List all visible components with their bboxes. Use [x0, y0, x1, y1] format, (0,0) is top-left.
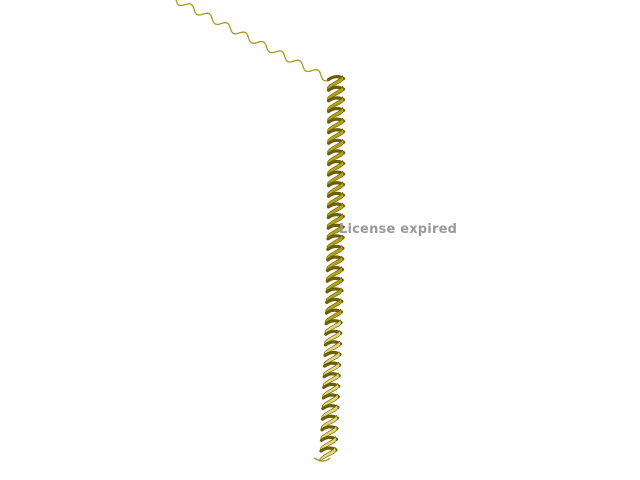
- helix-layer: [313, 75, 346, 463]
- helix-turn-front: [324, 330, 342, 346]
- helix-turn-front: [325, 298, 343, 315]
- helix-turn-front: [327, 139, 344, 155]
- helix-turn-front: [327, 170, 344, 187]
- helix-turn-front: [322, 383, 340, 399]
- helix-turn-front: [327, 117, 344, 134]
- helix-turn-front: [327, 128, 344, 145]
- helix-turn-front: [323, 351, 341, 368]
- helix-turn-front: [327, 181, 344, 198]
- helix-turn-front: [327, 192, 344, 208]
- helix-turn-front: [326, 266, 343, 283]
- helix-turn-front: [327, 96, 344, 113]
- helix-turn-front: [325, 277, 343, 293]
- helix-turn-front: [327, 160, 344, 177]
- n-terminal-coil: [175, 0, 331, 82]
- helix-turn-front: [324, 340, 341, 357]
- coil-layer: [175, 0, 331, 82]
- helix-turn-front: [327, 107, 344, 124]
- helix-turn-front: [324, 319, 342, 336]
- helix-turn-front: [323, 361, 340, 378]
- helix-turn-front: [326, 223, 344, 240]
- helix-turn-front: [326, 255, 344, 272]
- helix-turn-front: [325, 287, 343, 304]
- helix-turn-front: [325, 308, 342, 325]
- helix-turn-front: [327, 149, 344, 166]
- helix-turn-front: [327, 202, 344, 219]
- c-terminal-coil: [313, 457, 331, 462]
- helix-turn-front: [322, 393, 339, 410]
- helix-turn-front: [326, 245, 344, 261]
- helix-turn-front: [319, 446, 337, 463]
- helix-turn-front: [326, 234, 344, 251]
- helix-turn-front: [327, 75, 344, 92]
- helix-turn-front: [327, 86, 344, 102]
- helix-turn-front: [327, 213, 344, 230]
- helix-turn-front: [322, 372, 340, 389]
